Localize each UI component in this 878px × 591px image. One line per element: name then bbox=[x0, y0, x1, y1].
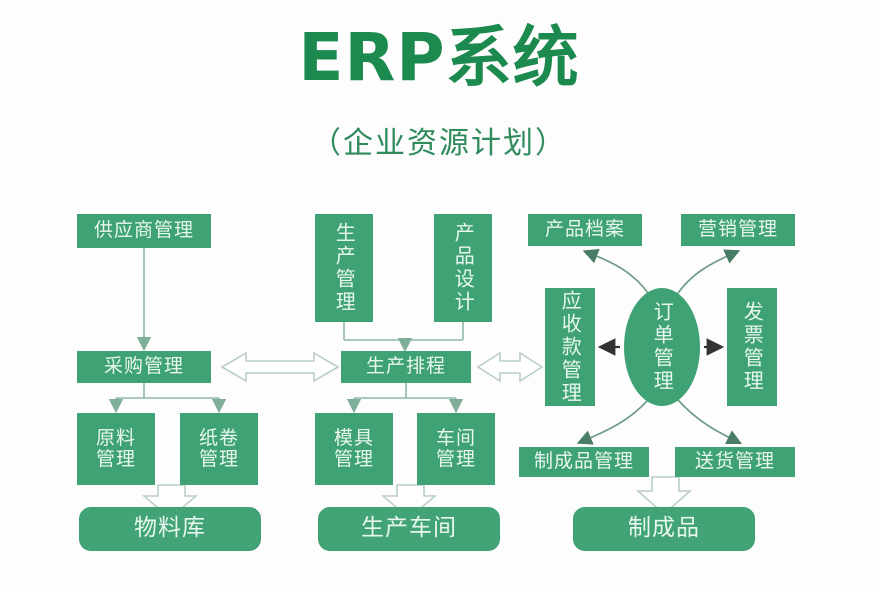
node-mold-mgmt[interactable]: 模具 管理 bbox=[315, 413, 393, 485]
node-marketing-mgmt[interactable]: 营销管理 bbox=[681, 214, 795, 246]
node-product-design[interactable]: 产品设计 bbox=[434, 214, 492, 322]
node-label: 车间 管理 bbox=[435, 426, 476, 470]
node-label: 订单管理 bbox=[650, 301, 675, 393]
wire-procurement-branch bbox=[108, 383, 227, 414]
page-title: ERP系统 bbox=[298, 19, 580, 96]
curve-order-to-product-archive bbox=[582, 248, 651, 297]
node-label: 送货管理 bbox=[694, 450, 775, 473]
node-label: 纸卷 管理 bbox=[198, 426, 239, 470]
node-delivery-mgmt[interactable]: 送货管理 bbox=[675, 447, 795, 477]
node-label: 采购管理 bbox=[103, 355, 184, 378]
node-material-warehouse[interactable]: 物料库 bbox=[79, 507, 261, 551]
curve-order-to-marketing bbox=[675, 249, 741, 297]
node-label: 原料 管理 bbox=[95, 426, 136, 470]
node-product-archive[interactable]: 产品档案 bbox=[528, 214, 642, 246]
node-invoice-mgmt[interactable]: 发票管理 bbox=[727, 288, 777, 406]
node-finished-goods-mgmt[interactable]: 制成品管理 bbox=[519, 447, 649, 477]
node-workshop-mgmt[interactable]: 车间 管理 bbox=[417, 413, 495, 485]
node-paper-roll-mgmt[interactable]: 纸卷 管理 bbox=[180, 413, 258, 485]
node-finished-goods[interactable]: 制成品 bbox=[573, 507, 755, 551]
node-production-workshop[interactable]: 生产车间 bbox=[318, 507, 500, 551]
node-label: 生产排程 bbox=[365, 355, 446, 378]
node-label: 营销管理 bbox=[697, 218, 778, 241]
page-subtitle: （企业资源计划） bbox=[311, 126, 567, 161]
node-label: 生产管理 bbox=[332, 222, 357, 314]
node-label: 发票管理 bbox=[740, 301, 765, 393]
node-label: 制成品管理 bbox=[533, 450, 634, 473]
node-production-mgmt[interactable]: 生产管理 bbox=[315, 214, 373, 322]
block-arrow-schedule-receivables bbox=[476, 351, 544, 383]
node-label: 产品档案 bbox=[544, 218, 625, 241]
node-raw-material-mgmt[interactable]: 原料 管理 bbox=[77, 413, 155, 485]
curve-order-to-delivery-mgmt bbox=[677, 399, 743, 445]
node-receivables-mgmt[interactable]: 应收款管理 bbox=[545, 288, 595, 406]
node-label: 供应商管理 bbox=[93, 219, 194, 242]
node-order-mgmt[interactable]: 订单管理 bbox=[624, 288, 700, 406]
node-label: 生产车间 bbox=[361, 515, 457, 542]
node-supplier-mgmt[interactable]: 供应商管理 bbox=[77, 214, 211, 248]
curve-order-to-finished-goods-mgmt bbox=[576, 399, 649, 445]
wire-production-merge bbox=[343, 322, 464, 353]
block-arrow-procurement-schedule bbox=[220, 351, 340, 383]
node-label: 应收款管理 bbox=[558, 289, 583, 405]
node-label: 产品设计 bbox=[451, 222, 476, 314]
node-production-schedule[interactable]: 生产排程 bbox=[341, 351, 471, 383]
node-label: 模具 管理 bbox=[333, 426, 374, 470]
wire-schedule-branch bbox=[346, 383, 464, 414]
node-procurement-mgmt[interactable]: 采购管理 bbox=[77, 351, 211, 383]
node-label: 物料库 bbox=[134, 515, 206, 542]
node-label: 制成品 bbox=[628, 515, 700, 542]
